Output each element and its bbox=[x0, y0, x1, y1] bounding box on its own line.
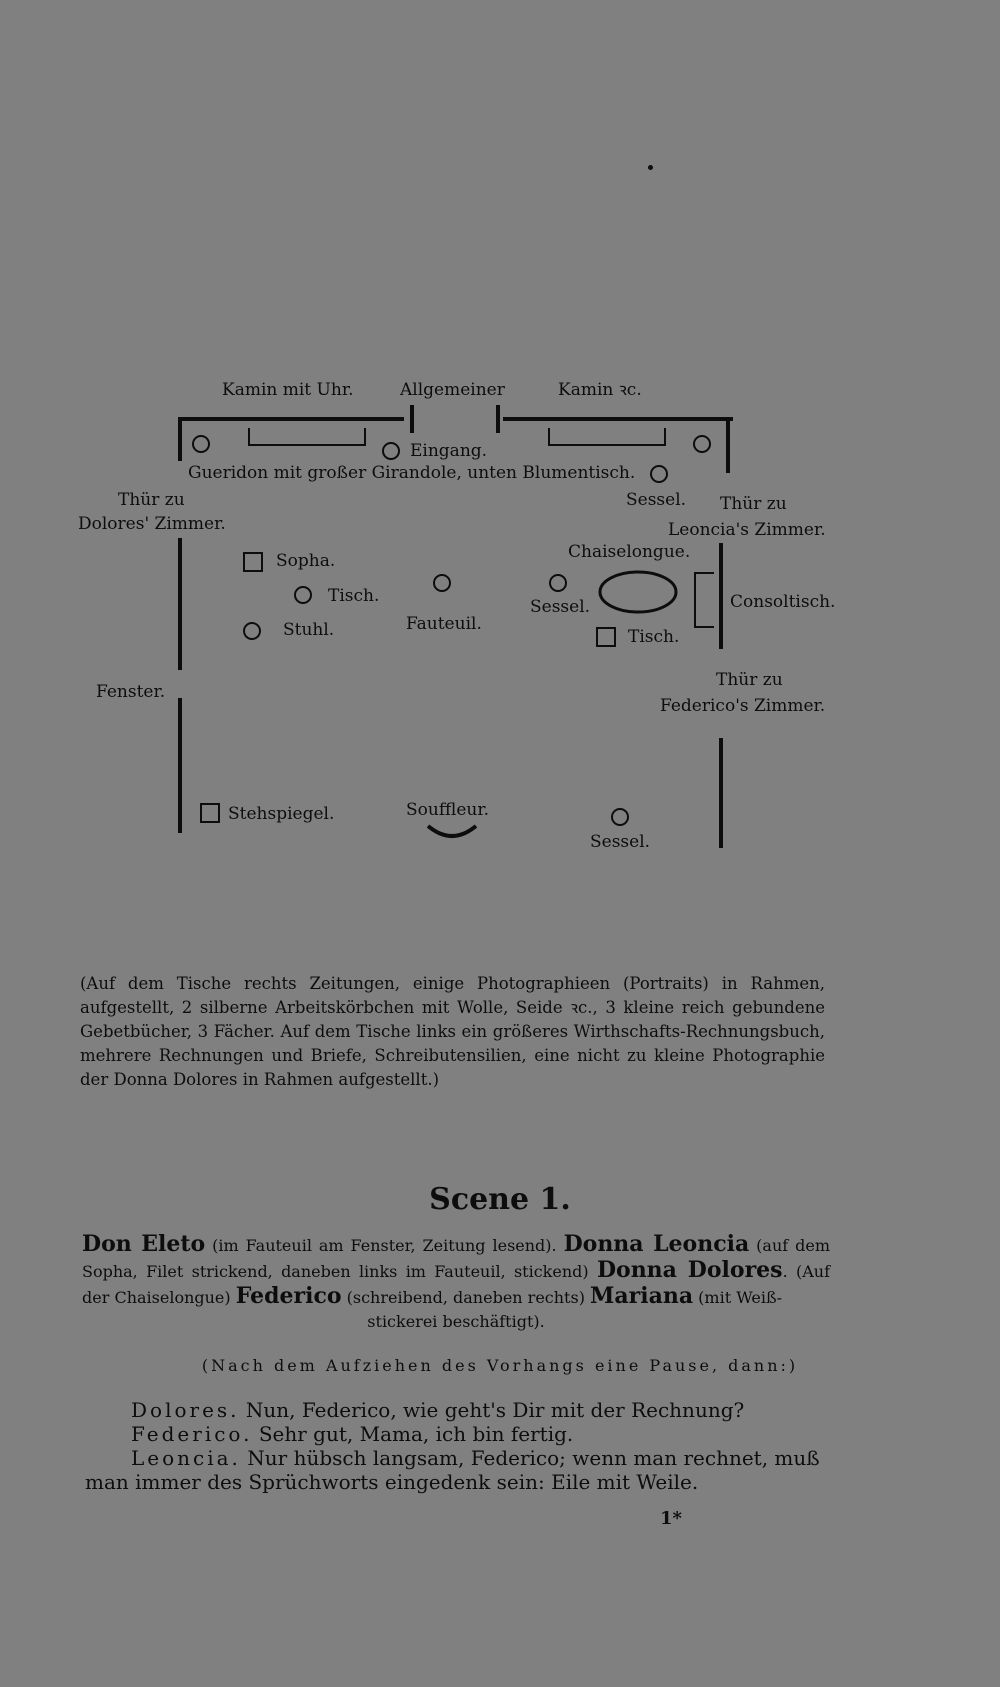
fireplace-left bbox=[248, 444, 366, 446]
cast-desc-mariana: (mit Weiß- bbox=[693, 1288, 783, 1307]
fireplace-right bbox=[548, 444, 666, 446]
fireplace-right-side-2 bbox=[664, 428, 666, 444]
label-eingang: Eingang. bbox=[410, 441, 488, 461]
label-door-federico-1: Thür zu bbox=[716, 670, 783, 690]
cast-desc-leoncia: (auf dem Sopha, Filet strickend, daneben… bbox=[82, 1236, 830, 1281]
console-bracket-top bbox=[694, 572, 714, 574]
label-fenster: Fenster. bbox=[96, 682, 166, 702]
label-sessel-top: Sessel. bbox=[626, 490, 687, 510]
chaiselongue-shape bbox=[598, 570, 678, 614]
console-bracket-side bbox=[694, 572, 696, 626]
label-tisch-right: Tisch. bbox=[628, 627, 680, 647]
cast-name-eleto: Don Eleto bbox=[82, 1231, 206, 1257]
sessel-mid-circle bbox=[549, 574, 567, 592]
cast-name-mariana: Mariana bbox=[590, 1283, 694, 1309]
sessel-top-circle bbox=[650, 465, 668, 483]
label-door-leoncia-1: Thür zu bbox=[720, 494, 787, 514]
fauteuil-circle bbox=[433, 574, 451, 592]
label-souffleur: Souffleur. bbox=[406, 800, 490, 820]
entrance-circle bbox=[382, 442, 400, 460]
gueridon-right-circle bbox=[693, 435, 711, 453]
label-tisch-left: Tisch. bbox=[328, 586, 380, 606]
entrance-post-right bbox=[496, 405, 500, 433]
back-wall-right bbox=[503, 417, 733, 421]
label-door-federico-2: Federico's Zimmer. bbox=[660, 696, 826, 716]
console-bracket-bottom bbox=[694, 626, 714, 628]
label-kamin-right: Kamin ꝛc. bbox=[558, 380, 642, 400]
props-note: (Auf dem Tische rechts Zeitungen, einige… bbox=[80, 974, 825, 1089]
label-stuhl: Stuhl. bbox=[283, 620, 335, 640]
entrance-post-left bbox=[410, 405, 414, 433]
speaker: Federico. bbox=[131, 1422, 253, 1446]
label-sessel-mid: Sessel. bbox=[530, 597, 591, 617]
chair-circle bbox=[243, 622, 261, 640]
dialog-line: Dolores. Nun, Federico, wie geht's Dir m… bbox=[85, 1398, 830, 1422]
gueridon-left-circle bbox=[192, 435, 210, 453]
fireplace-left-side-2 bbox=[364, 428, 366, 444]
label-sopha: Sopha. bbox=[276, 551, 336, 571]
right-wall-upper bbox=[719, 543, 723, 649]
cast-name-leoncia: Donna Leoncia bbox=[563, 1231, 750, 1257]
stage-plan: Kamin mit Uhr. Allgemeiner Kamin ꝛc. Ein… bbox=[78, 165, 836, 852]
label-stehspiegel: Stehspiegel. bbox=[228, 804, 335, 824]
back-wall-left bbox=[178, 417, 404, 421]
souffleur-hood bbox=[426, 824, 478, 838]
back-wall-left-corner bbox=[178, 417, 182, 461]
left-wall-lower bbox=[178, 698, 182, 833]
left-wall-upper bbox=[178, 538, 182, 670]
plan-curves bbox=[426, 570, 678, 838]
table-left-circle bbox=[294, 586, 312, 604]
back-wall-right-corner bbox=[726, 417, 730, 473]
label-door-leoncia-2: Leoncia's Zimmer. bbox=[668, 520, 826, 540]
stehspiegel-square bbox=[200, 803, 220, 823]
label-chaiselongue: Chaiselongue. bbox=[568, 542, 691, 562]
label-sessel-bottom: Sessel. bbox=[590, 832, 651, 852]
fireplace-right-side bbox=[548, 428, 550, 444]
label-door-dolores-1: Thür zu bbox=[118, 490, 185, 510]
dialog-line: Federico. Sehr gut, Mama, ich bin fertig… bbox=[85, 1422, 830, 1446]
line-text: Nur hübsch langsam, Federico; wenn man r… bbox=[85, 1446, 820, 1494]
stage-direction: (Nach dem Aufziehen des Vorhangs eine Pa… bbox=[201, 1356, 799, 1375]
line-text: Sehr gut, Mama, ich bin fertig. bbox=[252, 1422, 574, 1446]
cast-tail: stickerei beschäftigt). bbox=[367, 1312, 545, 1331]
dialog-line: Leoncia. Nur hübsch langsam, Federico; w… bbox=[85, 1446, 830, 1494]
page-number: 1* bbox=[660, 1508, 682, 1529]
speck bbox=[648, 165, 653, 170]
speaker: Leoncia. bbox=[131, 1446, 241, 1470]
label-kamin-left: Kamin mit Uhr. bbox=[222, 380, 354, 400]
label-gueridon: Gueridon mit großer Girandole, unten Blu… bbox=[188, 463, 636, 483]
line-text: Nun, Federico, wie geht's Dir mit der Re… bbox=[239, 1398, 745, 1422]
sessel-bottom-circle bbox=[611, 808, 629, 826]
scene-title: Scene 1. bbox=[429, 1182, 571, 1217]
speaker: Dolores. bbox=[131, 1398, 240, 1422]
cast-desc-dolores: . (Auf der Chaiselongue) bbox=[82, 1262, 830, 1307]
table-right-square bbox=[596, 627, 616, 647]
cast-name-federico: Federico bbox=[235, 1283, 342, 1309]
cast-desc-federico: (schreibend, daneben rechts) bbox=[341, 1288, 591, 1307]
label-door-dolores-2: Dolores' Zimmer. bbox=[78, 514, 226, 534]
cast-name-dolores: Donna Dolores bbox=[596, 1257, 783, 1283]
label-fauteuil: Fauteuil. bbox=[406, 614, 482, 634]
right-wall-lower bbox=[719, 738, 723, 848]
fireplace-left-side bbox=[248, 428, 250, 444]
dialog: Dolores. Nun, Federico, wie geht's Dir m… bbox=[85, 1398, 830, 1494]
cast-desc-eleto: (im Fauteuil am Fenster, Zeitung lesend)… bbox=[205, 1236, 564, 1255]
sopha-square bbox=[243, 552, 263, 572]
label-consoltisch: Consoltisch. bbox=[730, 592, 836, 612]
label-allgemeiner: Allgemeiner bbox=[400, 380, 505, 400]
cast-list: Don Eleto (im Fauteuil am Fenster, Zeitu… bbox=[82, 1232, 830, 1334]
